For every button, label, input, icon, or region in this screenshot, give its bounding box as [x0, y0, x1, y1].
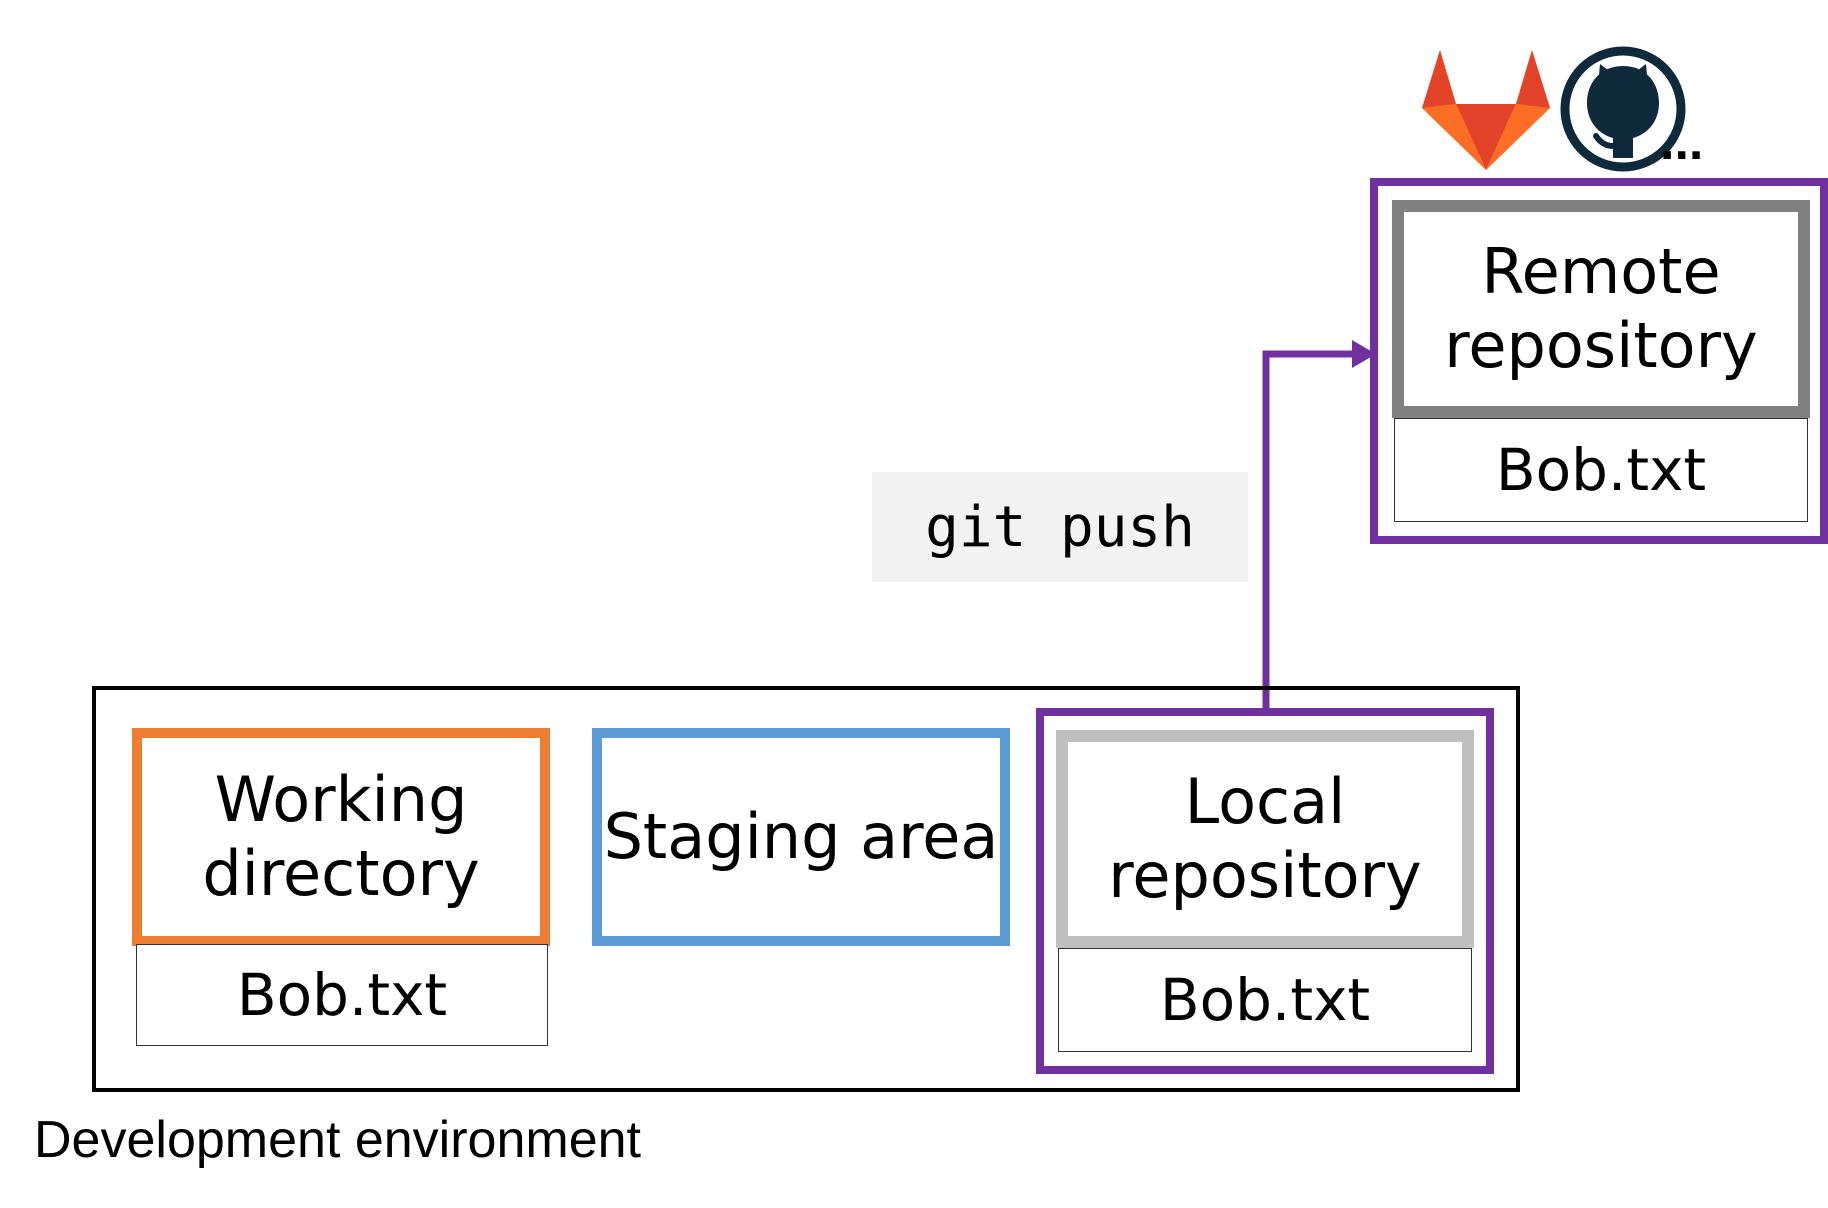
- git-push-command: git push: [872, 472, 1248, 582]
- environment-caption: Development environment: [34, 1111, 641, 1169]
- working-directory-title: Working directory: [202, 762, 480, 910]
- local-file-name: Bob.txt: [1159, 966, 1371, 1034]
- remote-repository-box: Remote repository: [1392, 200, 1810, 418]
- more-hosts-ellipsis: ...: [1660, 113, 1704, 171]
- staging-area-title: Staging area: [603, 799, 999, 873]
- remote-repository-title: Remote repository: [1444, 234, 1758, 382]
- remote-repository-group: [1370, 178, 1828, 544]
- local-repository-title: Local repository: [1108, 764, 1422, 912]
- working-directory-box: Working directory: [132, 728, 550, 946]
- staging-area-box: Staging area: [592, 728, 1010, 946]
- local-repository-group: [1036, 708, 1494, 1074]
- gitlab-icon: [1422, 50, 1550, 170]
- working-directory-file: Bob.txt: [136, 944, 548, 1046]
- remote-file-name: Bob.txt: [1495, 436, 1707, 504]
- local-repository-box: Local repository: [1056, 730, 1474, 948]
- git-push-text: git push: [925, 494, 1195, 560]
- github-icon: [1560, 46, 1686, 172]
- development-environment: [92, 686, 1520, 1092]
- working-directory-file-name: Bob.txt: [236, 961, 448, 1029]
- local-file: Bob.txt: [1058, 948, 1472, 1052]
- remote-file: Bob.txt: [1394, 418, 1808, 522]
